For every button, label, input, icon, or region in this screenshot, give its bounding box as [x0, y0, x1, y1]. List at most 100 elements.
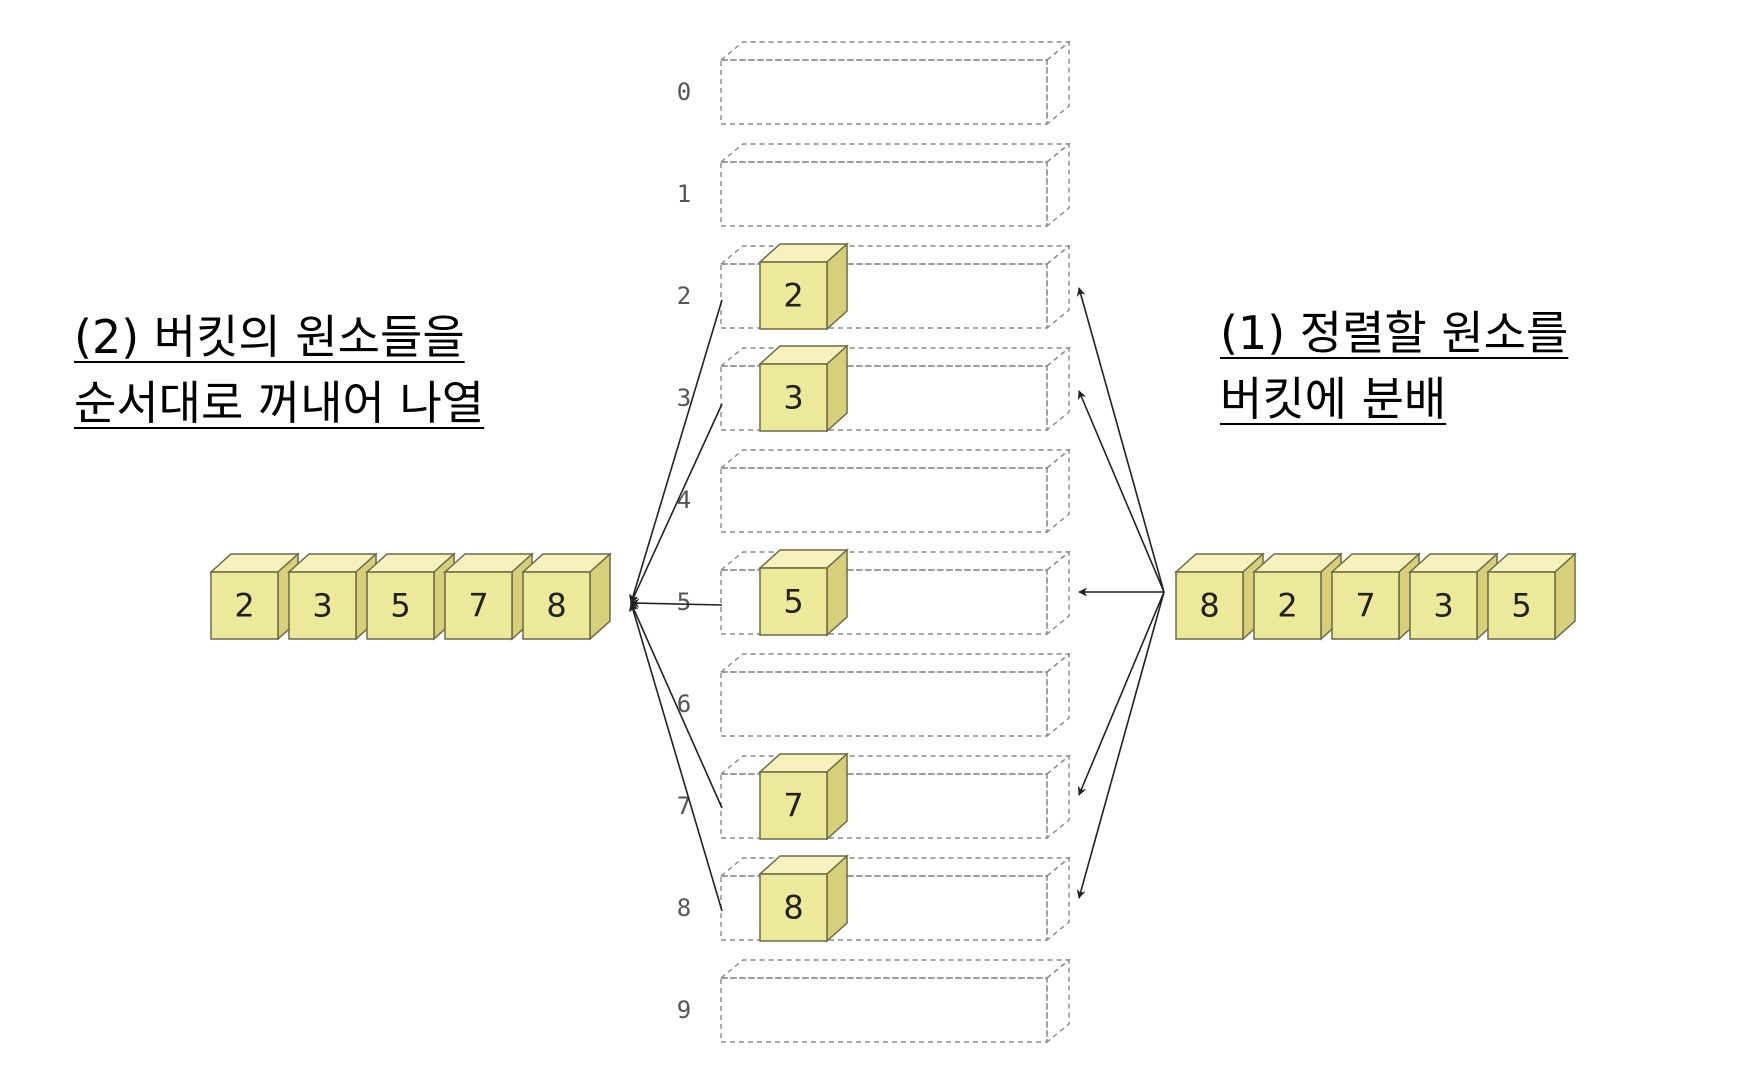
- bucket-label: 0: [677, 78, 691, 106]
- bucket-side: [1046, 346, 1070, 432]
- bucket-top: [719, 959, 1071, 979]
- bucket-front: [720, 263, 1048, 329]
- bucket-side: [1046, 550, 1070, 636]
- input-element-2: 2: [1252, 552, 1343, 641]
- cube-value: 2: [783, 277, 803, 315]
- bucket-front: [720, 977, 1048, 1043]
- cube-front: [522, 571, 591, 640]
- cube-front: [210, 571, 279, 640]
- bucket-element-2: 2: [758, 242, 849, 331]
- bucket-side: [1046, 448, 1070, 534]
- cube-front: [1331, 571, 1400, 640]
- bucket-6: 6: [677, 652, 1071, 738]
- cube-value: 5: [390, 587, 410, 625]
- caption-distribute-step: (1) 정렬할 원소를 버킷에 분배: [1220, 300, 1568, 432]
- cube-value: 8: [1199, 587, 1219, 625]
- arrows: [628, 287, 1165, 912]
- collect-arrow-3: [630, 403, 723, 604]
- bucket-label: 6: [677, 690, 691, 718]
- distribute-arrow-3: [1078, 390, 1165, 593]
- bucket-front: [720, 569, 1048, 635]
- output-array: 2 3 5 7 8: [209, 552, 612, 641]
- output-element-5: 5: [365, 552, 456, 641]
- output-element-8: 8: [521, 552, 612, 641]
- caption-collect-step: (2) 버킷의 원소들을 순서대로 꺼내어 나열: [74, 304, 484, 436]
- cube-front: [1409, 571, 1478, 640]
- cube-value: 3: [312, 587, 332, 625]
- input-element-7: 7: [1330, 552, 1421, 641]
- bucket-top: [719, 143, 1071, 163]
- bucket-4: 4: [677, 448, 1071, 534]
- cube-value: 5: [1511, 587, 1531, 625]
- caption-left-line2: 순서대로 꺼내어 나열: [74, 376, 485, 430]
- bucket-front: [720, 467, 1048, 533]
- cube-front: [1175, 571, 1244, 640]
- cube-value: 7: [468, 587, 488, 625]
- bucket-front: [720, 59, 1048, 125]
- input-element-8: 8: [1174, 552, 1265, 641]
- caption-right-line1: (1) 정렬할 원소를: [1220, 306, 1569, 360]
- bucket-side: [1046, 40, 1070, 126]
- bucket-label: 9: [677, 996, 691, 1024]
- cube-value: 8: [783, 889, 803, 927]
- cube-front: [759, 771, 828, 840]
- distribute-arrow-7: [1077, 591, 1165, 796]
- cube-value: 2: [234, 587, 254, 625]
- cube-front: [759, 261, 828, 330]
- bucket-label: 4: [677, 486, 691, 514]
- cube-front: [288, 571, 357, 640]
- collect-arrow-5: [630, 598, 723, 608]
- bucket-1: 1: [677, 142, 1071, 228]
- bucket-side: [1046, 244, 1070, 330]
- bucket-top: [719, 449, 1071, 469]
- bucket-element-3: 3: [758, 344, 849, 433]
- cube-front: [759, 363, 828, 432]
- bucket-element-8: 8: [758, 854, 849, 943]
- output-element-3: 3: [287, 552, 378, 641]
- bucket-side: [1046, 652, 1070, 738]
- cube-value: 5: [783, 583, 803, 621]
- cube-front: [1253, 571, 1322, 640]
- cube-front: [1487, 571, 1556, 640]
- cube-value: 7: [1355, 587, 1375, 625]
- input-element-3: 3: [1408, 552, 1499, 641]
- bucket-9: 9: [677, 958, 1071, 1044]
- bucket-side: [1046, 856, 1070, 942]
- bucket-element-7: 7: [758, 752, 849, 841]
- caption-right-line2: 버킷에 분배: [1220, 372, 1447, 426]
- cube-value: 3: [1433, 587, 1453, 625]
- bucket-label: 5: [677, 588, 691, 616]
- bucket-element-5: 5: [758, 548, 849, 637]
- cube-front: [759, 873, 828, 942]
- caption-left-line1: (2) 버킷의 원소들을: [74, 310, 465, 364]
- bucket-label: 1: [677, 180, 691, 208]
- bucket-0: 0: [677, 40, 1071, 126]
- bucket-side: [1046, 142, 1070, 228]
- cube-front: [759, 567, 828, 636]
- cube-value: 2: [1277, 587, 1297, 625]
- cube-value: 3: [783, 379, 803, 417]
- bucket-front: [720, 365, 1048, 431]
- bucket-front: [720, 161, 1048, 227]
- bucket-top: [719, 41, 1071, 61]
- cube-value: 8: [546, 587, 566, 625]
- distribute-arrow-8: [1076, 591, 1165, 899]
- cube-front: [366, 571, 435, 640]
- bucket-label: 2: [677, 282, 691, 310]
- input-array: 8 2 7 3 5: [1174, 552, 1577, 641]
- output-element-2: 2: [209, 552, 300, 641]
- distribute-arrow-2: [1076, 287, 1165, 593]
- collect-arrow-8: [628, 602, 723, 912]
- collect-arrow-2: [629, 299, 723, 604]
- cube-value: 7: [783, 787, 803, 825]
- output-element-7: 7: [443, 552, 534, 641]
- bucket-side: [1046, 754, 1070, 840]
- bucket-label: 3: [677, 384, 691, 412]
